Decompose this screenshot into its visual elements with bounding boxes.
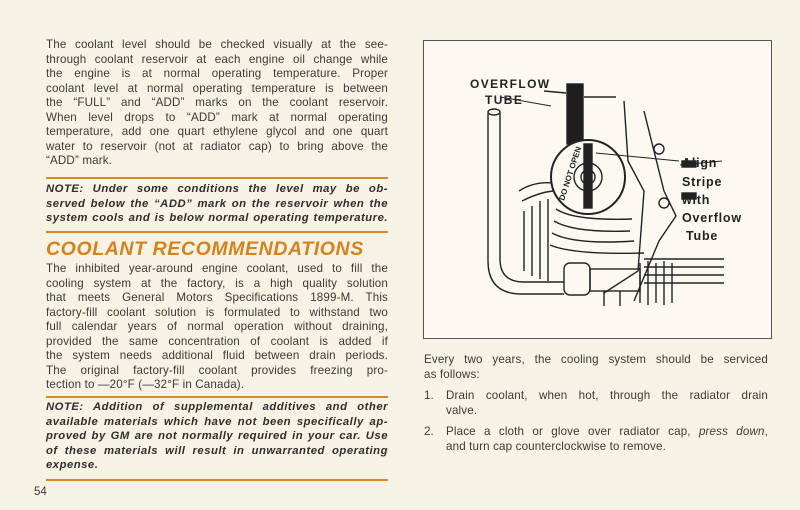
text-line: NOTE: Under some conditions the level ma… — [46, 183, 388, 195]
text-line: tection to —20°F (—32°F in Canada). — [46, 378, 245, 391]
text-segment: , — [764, 425, 768, 438]
radiator-drawing: DO NOT OPEN — [487, 83, 724, 306]
text-line: expense. — [46, 459, 99, 471]
label-overflow-2: Overflow — [682, 211, 742, 225]
coolant-paragraph: The inhibited year-around engine coolant… — [46, 262, 388, 393]
label-with: with — [682, 193, 711, 207]
divider — [46, 396, 388, 398]
text-line: available materials which have not been … — [46, 415, 388, 428]
text-line: Every two years, the cooling system shou… — [424, 353, 768, 366]
text-line: served below the “ADD” mark on the reser… — [46, 197, 388, 210]
divider — [46, 177, 388, 179]
text-line: When level drops to “ADD” mark at normal… — [46, 110, 388, 124]
bracket — [603, 100, 723, 302]
overflow-tube — [543, 83, 616, 145]
note-level: NOTE: Under some conditions the level ma… — [46, 182, 388, 226]
tube-arrow — [499, 96, 552, 107]
text-line: Drain coolant, when hot, through the rad… — [446, 389, 768, 402]
text-line: temperature, add one quart ethylene glyc… — [46, 125, 388, 138]
divider — [46, 479, 388, 481]
step-number: 1. — [424, 389, 434, 402]
text-line: of these materials will result in unwarr… — [46, 444, 388, 457]
text-line: The original factory-fill coolant provid… — [46, 363, 388, 377]
label-overflow: OVERFLOW — [470, 77, 551, 91]
text-line: that meets General Motors Specifications… — [46, 291, 388, 304]
text-line: valve. — [446, 403, 478, 417]
radiator-cap: DO NOT OPEN — [550, 139, 680, 215]
label-stripe: Stripe — [682, 175, 723, 189]
label-tube: TUBE — [485, 93, 524, 107]
emphasis-press-down: press down — [698, 425, 765, 438]
text-line: “ADD” mark. — [46, 154, 113, 167]
text-line: as follows: — [424, 367, 480, 381]
text-segment: Place a cloth or glove over radiator cap… — [446, 425, 699, 438]
text-line: the engine is at normal operating temper… — [46, 67, 388, 80]
text-line: Place a cloth or glove over radiator cap… — [446, 425, 768, 440]
hose-fitting — [563, 261, 673, 306]
text-line: provided the same concentration of coola… — [46, 334, 388, 348]
text-line: the system needs additional fluid betwee… — [46, 349, 388, 362]
radiator-cap-illustration: DO NOT OPEN OVERFLOW TUBE Align Stripe w… — [423, 40, 772, 339]
text-line: water to reservoir (not at radiator cap)… — [46, 139, 388, 153]
text-line: cooling system at the factory, is a high… — [46, 276, 388, 290]
text-line: The coolant level should be checked visu… — [46, 38, 388, 51]
note-additives: NOTE: Addition of supplemental additives… — [46, 400, 388, 473]
text-line: and turn cap counterclockwise to remove. — [446, 439, 666, 453]
section-heading: COOLANT RECOMMENDATIONS — [46, 238, 364, 260]
bent-pipe — [487, 108, 564, 295]
step-number: 2. — [424, 425, 434, 438]
text-line: proved by GM are not normally required i… — [46, 430, 388, 442]
text-line: the “FULL” and “ADD” marks on the coolan… — [46, 96, 388, 109]
text-line: through coolant reservoir at each engine… — [46, 52, 388, 66]
page-number: 54 — [34, 486, 47, 498]
text-line: NOTE: Addition of supplemental additives… — [46, 401, 388, 413]
label-tube-2: Tube — [686, 229, 719, 243]
text-line: coolant level at normal operating temper… — [46, 81, 388, 95]
text-line: system cools and is below normal operati… — [46, 212, 388, 224]
service-intro: Every two years, the cooling system shou… — [424, 353, 768, 382]
intro-paragraph: The coolant level should be checked visu… — [46, 38, 388, 169]
text-line: full calendar years of normal operation … — [46, 320, 388, 333]
label-align: Align — [682, 156, 718, 170]
divider — [46, 231, 388, 233]
text-line: factory-fill coolant solution is formula… — [46, 305, 388, 319]
text-line: The inhibited year-around engine coolant… — [46, 262, 388, 275]
